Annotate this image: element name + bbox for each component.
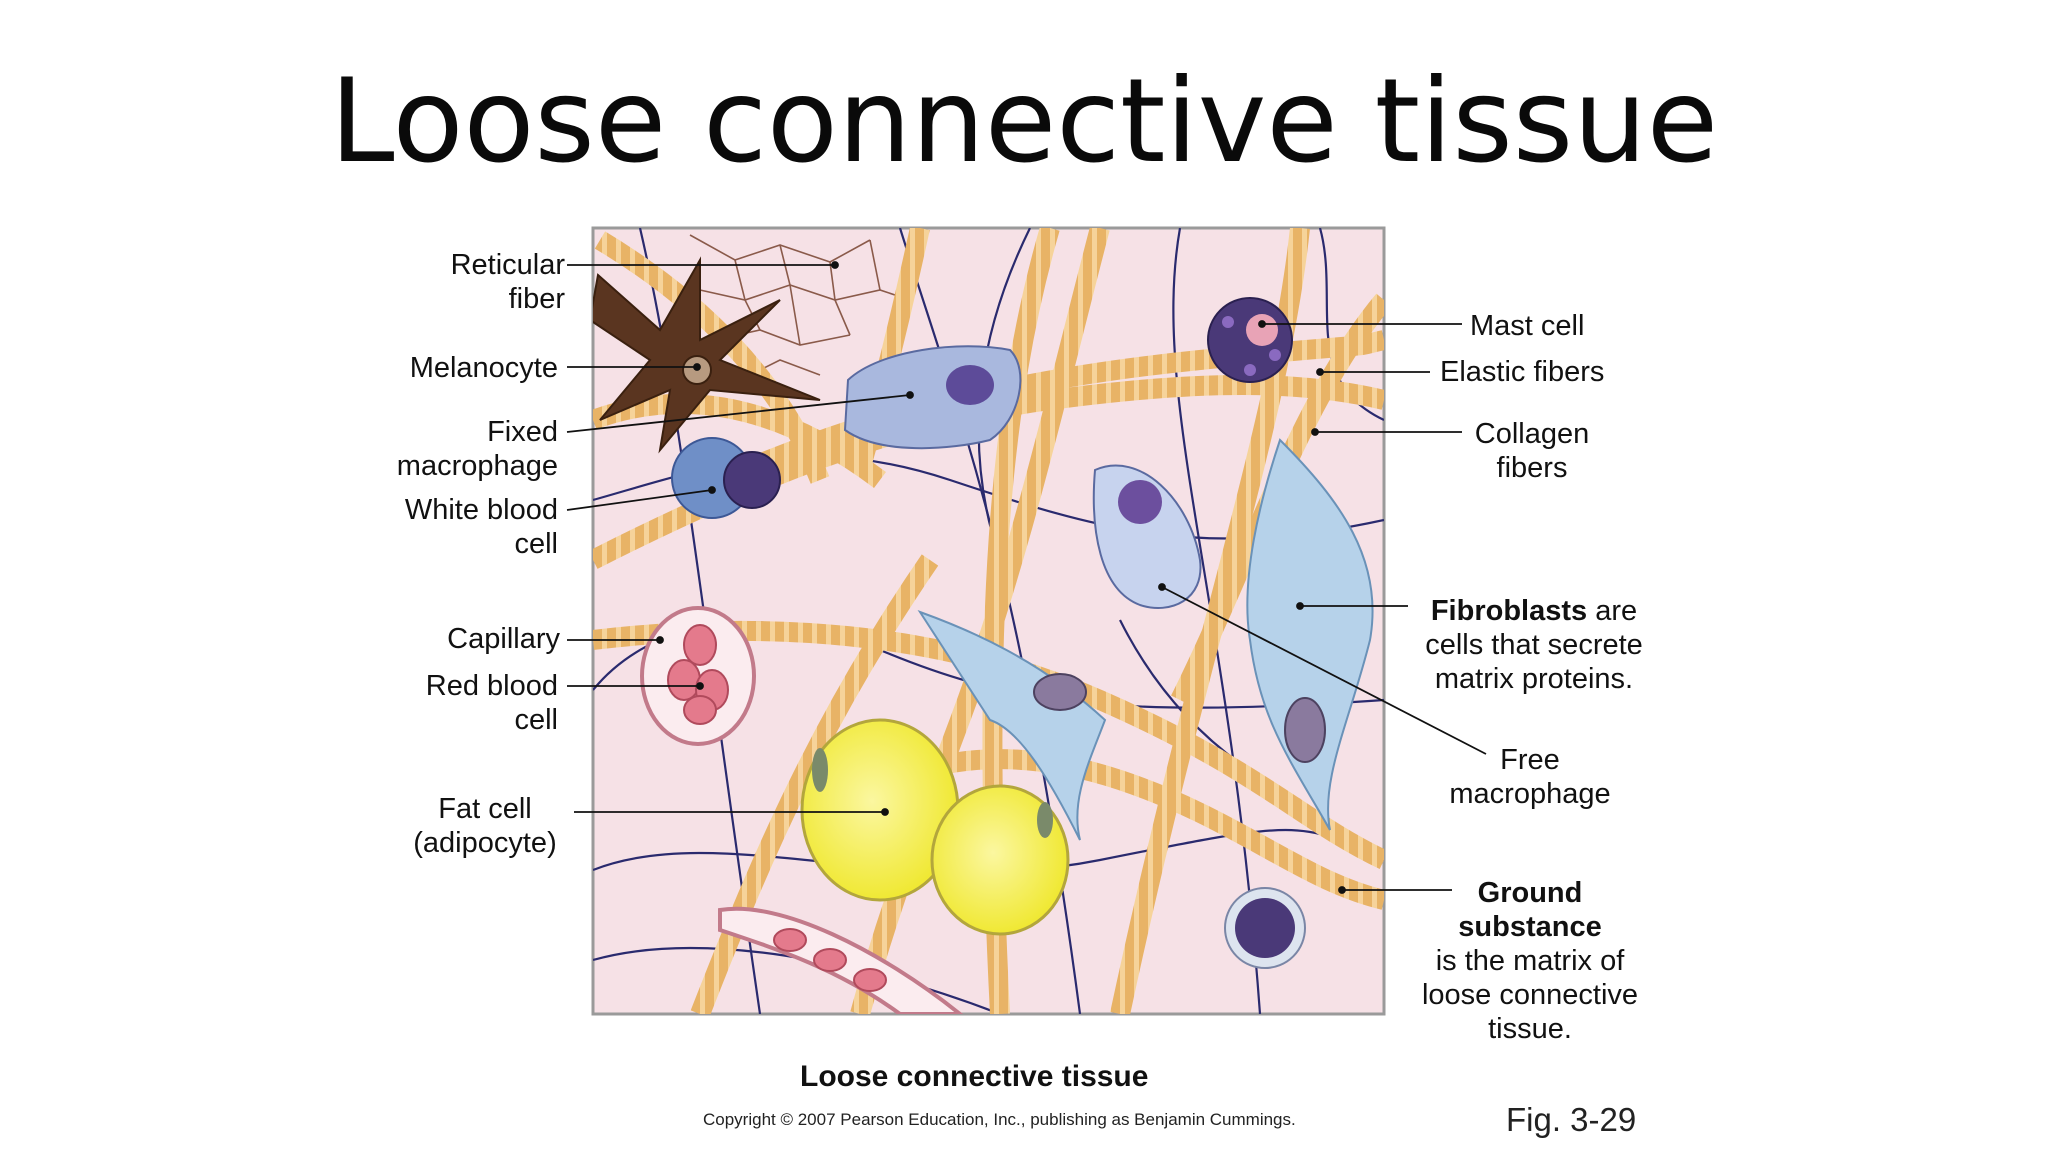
label-mast-cell: Mast cell: [1470, 310, 1585, 342]
mast-cell-lower: [1224, 887, 1306, 969]
label-elastic-fibers: Elastic fibers: [1440, 356, 1605, 388]
lower-capillary: [718, 906, 964, 1014]
copyright-notice: Copyright © 2007 Pearson Education, Inc.…: [703, 1110, 1296, 1129]
label-fat-cell: Fat cell (adipocyte): [413, 793, 557, 859]
label-reticular-fiber: Reticular fiber: [450, 249, 565, 315]
label-collagen-fibers: Collagen fibers: [1474, 418, 1590, 484]
mast-cell: [1207, 297, 1293, 383]
label-ground-substance: Ground substance is the matrix of loose …: [1421, 877, 1639, 1045]
free-macrophage-cell: [1092, 464, 1202, 609]
fat-cells: [800, 718, 1070, 936]
figure-number: Fig. 3-29: [1506, 1101, 1637, 1138]
label-capillary: Capillary: [447, 623, 560, 655]
fixed-macrophage-cell: [843, 345, 1022, 450]
label-fibroblasts: Fibroblasts are cells that secrete matri…: [1425, 595, 1643, 695]
capillary-vessel: [640, 606, 756, 746]
label-fixed-macrophage: Fixed macrophage: [396, 416, 558, 482]
label-melanocyte: Melanocyte: [409, 352, 558, 384]
fibroblast-right: [1246, 438, 1374, 831]
leader-lines: [566, 261, 1487, 894]
slide-title: Loose connective tissue: [329, 54, 1719, 189]
label-white-blood-cell: White blood cell: [404, 494, 558, 560]
white-blood-cell: [671, 437, 781, 519]
label-free-macrophage: Free macrophage: [1449, 744, 1611, 810]
fibroblast-mid: [917, 610, 1107, 841]
label-red-blood-cell: Red blood cell: [425, 670, 558, 736]
figure-caption: Loose connective tissue: [800, 1060, 1149, 1093]
